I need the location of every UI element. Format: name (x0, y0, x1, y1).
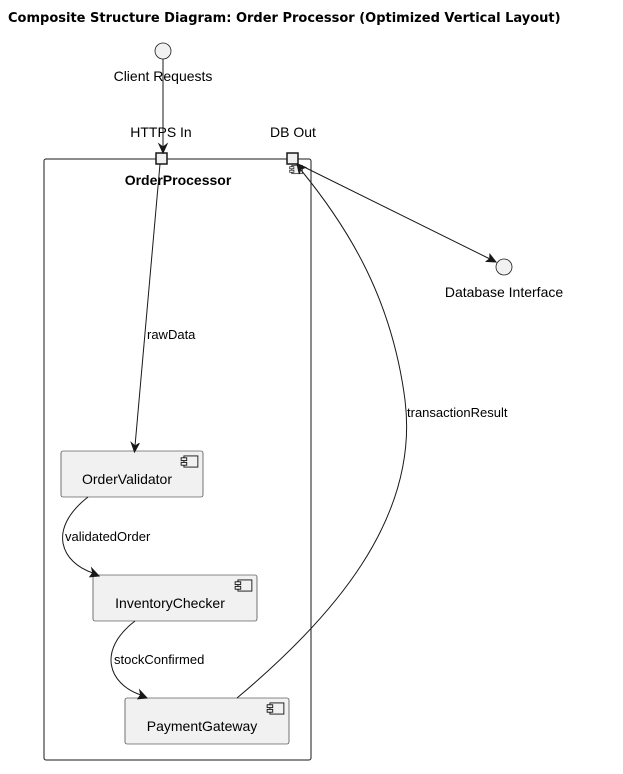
database-interface-label: Database Interface (445, 284, 564, 300)
edge-db-out-to-database (297, 163, 498, 263)
port-db-out-label: DB Out (270, 124, 316, 140)
order-validator-component[interactable]: OrderValidator (60, 450, 204, 498)
diagram-title: Composite Structure Diagram: Order Proce… (8, 11, 561, 26)
edge-client-to-https-in (157, 59, 169, 155)
edge-validatedorder-label: validatedOrder (65, 529, 151, 544)
inventory-checker-component-icon (234, 579, 253, 592)
edge-rawdata (130, 163, 161, 454)
payment-gateway-component-icon (266, 702, 285, 715)
database-interface[interactable] (495, 258, 513, 276)
port-https-in[interactable] (155, 152, 168, 165)
edge-rawdata-label: rawData (147, 327, 196, 342)
order-processor-composite[interactable]: OrderProcessor (43, 158, 312, 761)
edge-stockconfirmed (110, 620, 149, 700)
payment-gateway-label: PaymentGateway (147, 718, 258, 734)
port-https-in-label: HTTPS In (130, 124, 191, 140)
edge-transactionresult (236, 163, 407, 699)
edge-stockconfirmed-label: stockConfirmed (114, 652, 204, 667)
inventory-checker-label: InventoryChecker (115, 595, 225, 611)
order-validator-label: OrderValidator (82, 471, 172, 487)
edge-validatedorder (62, 496, 101, 578)
inventory-checker-component[interactable]: InventoryChecker (92, 574, 258, 622)
client-requests-interface[interactable] (154, 42, 172, 60)
edge-transactionresult-label: transactionResult (407, 405, 508, 420)
port-db-out[interactable] (286, 152, 299, 165)
order-validator-component-icon (180, 455, 199, 468)
payment-gateway-component[interactable]: PaymentGateway (124, 697, 290, 745)
composite-name: OrderProcessor (125, 172, 232, 188)
